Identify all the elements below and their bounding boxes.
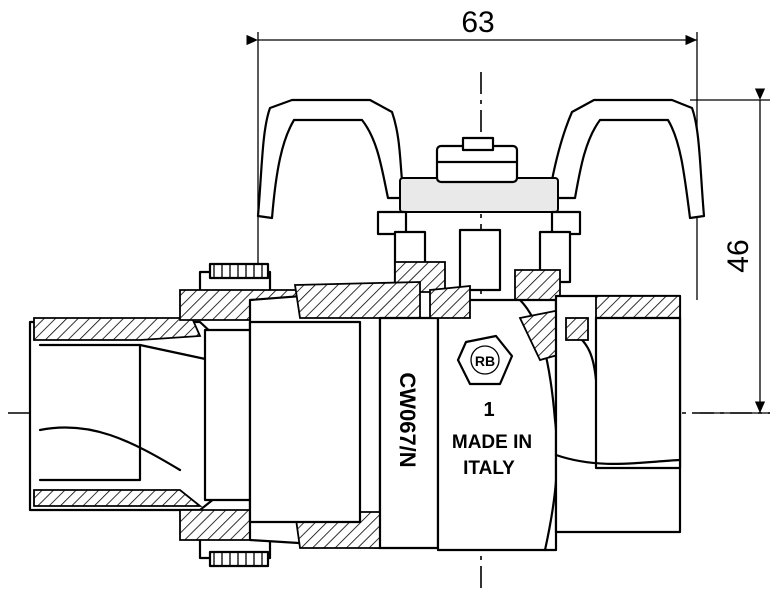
butterfly-handle xyxy=(256,98,706,236)
valve-body-center xyxy=(429,285,577,552)
logo-text: RB xyxy=(475,353,495,369)
width-dimension-label: 63 xyxy=(461,6,494,39)
valve-body-hex xyxy=(248,281,440,550)
origin-line2: ITALY xyxy=(463,458,515,479)
size-marking: 1 xyxy=(483,399,494,421)
valve-stem xyxy=(393,228,572,301)
origin-line1: MADE IN xyxy=(452,432,532,453)
union-nut xyxy=(179,262,301,568)
brand-logo: RB xyxy=(456,334,514,386)
left-threaded-tailpiece xyxy=(28,317,217,512)
height-dimension-label: 46 xyxy=(722,239,755,272)
right-female-end xyxy=(554,294,682,534)
height-dimension: 46 xyxy=(690,88,770,414)
model-marking: CW067/N xyxy=(395,372,420,467)
